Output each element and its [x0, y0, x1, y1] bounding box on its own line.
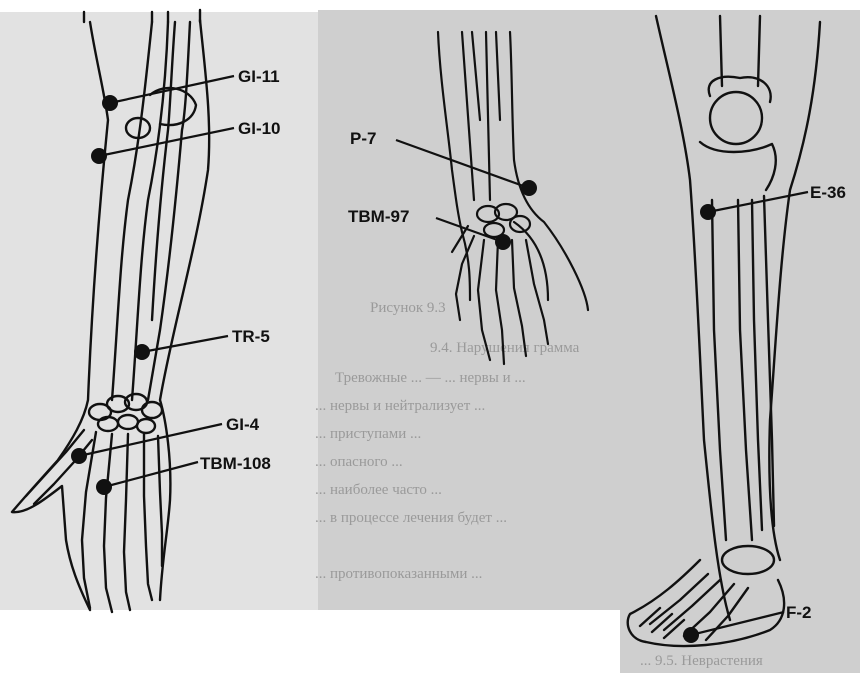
label-gi10: GI-10 — [238, 119, 281, 138]
label-p7: P-7 — [350, 129, 376, 148]
acupoint-tr5-dot — [134, 344, 150, 360]
label-tr5: TR-5 — [232, 327, 270, 346]
label-tbm108: TBM-108 — [200, 454, 271, 473]
label-tbm97: TBM-97 — [348, 207, 409, 226]
background-line: ... нервы и нейтрализует ... — [315, 398, 485, 414]
label-gi4: GI-4 — [226, 415, 260, 434]
background-line: Тревожные ... — ... нервы и ... — [335, 370, 526, 386]
background-line: ... приступами ... — [315, 426, 421, 442]
acupoint-tbm108-dot — [96, 479, 112, 495]
acupoint-f2-dot — [683, 627, 699, 643]
label-e36: E-36 — [810, 183, 846, 202]
background-caption: Рисунок 9.3 — [370, 300, 446, 316]
background-line: ... в процессе лечения будет ... — [315, 510, 507, 526]
background-line: ... 9.5. Неврастения — [640, 653, 763, 669]
acupoint-gi11-dot — [102, 95, 118, 111]
acupoint-e36-dot — [700, 204, 716, 220]
label-f2: F-2 — [786, 603, 812, 622]
acupoint-p7-dot — [521, 180, 537, 196]
label-gi11: GI-11 — [238, 67, 280, 86]
background-heading: 9.4. Нарушения грамма — [430, 340, 580, 356]
background-line: ... наиболее часто ... — [315, 482, 442, 498]
acupoint-tbm97-dot — [495, 234, 511, 250]
background-line: ... опасного ... — [315, 454, 403, 470]
acupoint-gi4-dot — [71, 448, 87, 464]
acupoint-gi10-dot — [91, 148, 107, 164]
background-line: ... противопоказанными ... — [315, 566, 482, 582]
